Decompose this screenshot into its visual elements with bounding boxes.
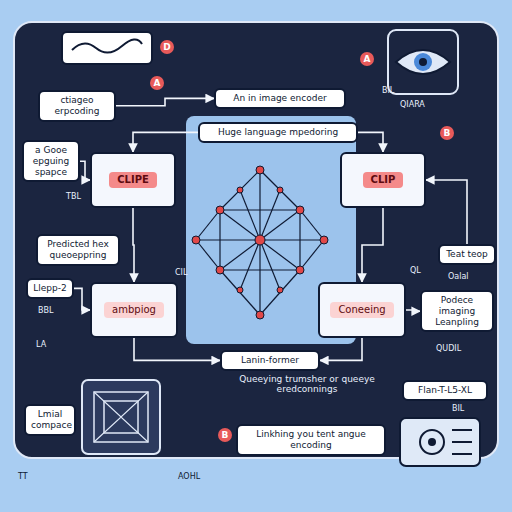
connector-arrow	[133, 132, 198, 152]
box-text: An in image encoder	[221, 93, 339, 104]
clip-module: CLIPE	[90, 152, 176, 208]
box-text: Linkhing you tent angue encoding	[243, 429, 379, 451]
text-label: AOHL	[178, 472, 200, 481]
box-text: Llepp-2	[33, 283, 67, 294]
encoder-box: An in image encoder	[214, 88, 346, 109]
model-box: Huge language mpedoring	[198, 122, 358, 143]
text-label: TBL	[66, 192, 81, 201]
callout-badge: B	[218, 428, 232, 442]
module-label: CLIP	[363, 172, 404, 188]
connector-arrow	[134, 338, 220, 360]
step-box: Llepp-2	[26, 278, 74, 299]
connector-arrow	[362, 208, 383, 282]
callout-badge: A	[150, 76, 164, 90]
box-text: ctiageo erpcoding	[45, 95, 109, 117]
text-label: LA	[36, 340, 46, 349]
text-label: QL	[410, 266, 421, 275]
text-label: BBL	[38, 306, 53, 315]
module-box: Coneeing	[318, 282, 406, 338]
text-label: QUDIL	[436, 344, 461, 353]
connector-arrow	[320, 338, 362, 360]
clip-module: CLIP	[340, 152, 426, 208]
connector-arrow	[74, 288, 90, 310]
box-text: Flan-T-L5-XL	[409, 385, 481, 396]
connector-arrow	[133, 208, 134, 282]
model-box: Flan-T-L5-XL	[402, 380, 488, 401]
callout-badge: A	[360, 52, 374, 66]
note-box: Lmial compace	[24, 404, 76, 436]
connector-arrow	[406, 310, 420, 311]
text-label: Oalal	[448, 272, 469, 281]
text-label: Queeying trumsher or queeye eredconnings	[232, 374, 382, 394]
linking-box: Linkhing you tent angue encoding	[236, 424, 386, 456]
text-label: CIL	[175, 268, 187, 277]
box-text: Lmial compace	[31, 409, 69, 431]
box-text: Lanin-former	[227, 355, 313, 366]
space-box: a Gooe epguing spapce	[22, 140, 80, 182]
module-label: Coneeing	[330, 302, 393, 318]
module-label: CLIPE	[109, 172, 157, 188]
connector-arrow	[116, 98, 214, 105]
text-label: BIL	[452, 404, 464, 413]
text-label: QIARA	[400, 100, 425, 109]
box-text: a Gooe epguing spapce	[29, 145, 73, 177]
former-box: Lanin-former	[220, 350, 320, 371]
connector-arrow	[80, 161, 90, 180]
box-text: Teat teop	[445, 249, 489, 260]
module-box: ambpiog	[90, 282, 178, 338]
module-label: ambpiog	[104, 302, 164, 318]
connector-arrow	[358, 132, 383, 152]
box-text: Huge language mpedoring	[205, 127, 351, 138]
text-box: Teat teop	[438, 244, 496, 265]
box-text: Predicted hex queoeppring	[43, 239, 113, 261]
callout-badge: D	[160, 40, 174, 54]
text-label: TT	[18, 472, 28, 481]
box-text: Podece imaging Leanpling	[427, 295, 487, 327]
process-box: Podece imaging Leanpling	[420, 290, 494, 332]
connector-arrow	[426, 180, 467, 244]
callout-badge: B	[440, 126, 454, 140]
prediction-box: Predicted hex queoeppring	[36, 234, 120, 266]
encoding-box: ctiageo erpcoding	[38, 90, 116, 122]
text-label: BIL	[382, 86, 394, 95]
